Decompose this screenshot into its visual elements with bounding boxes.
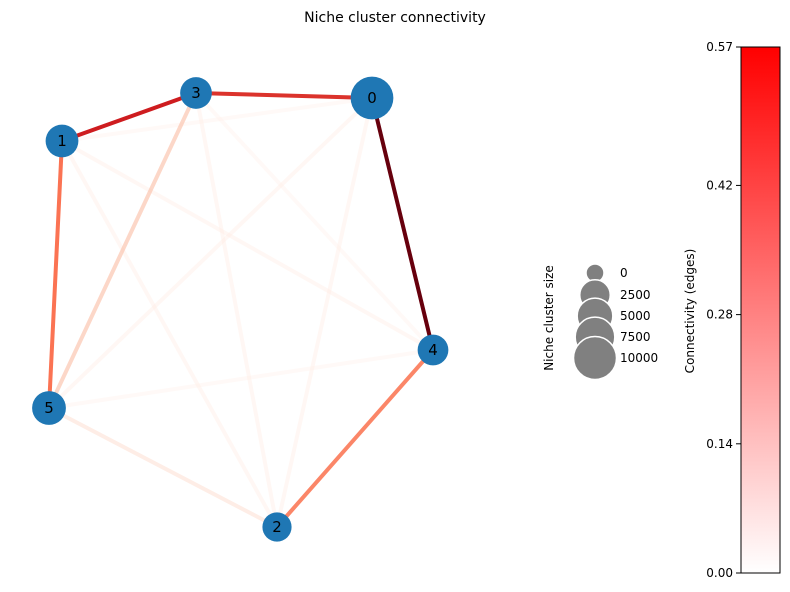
size-legend-label: Niche cluster size bbox=[542, 265, 556, 371]
colorbar: Connectivity (edges) 0.00 0.14 0.28 0.42 0.5… bbox=[683, 40, 781, 580]
edge-0-3 bbox=[194, 91, 374, 100]
node-3-circle bbox=[180, 77, 212, 109]
edges-layer bbox=[47, 91, 435, 529]
edge-3-5 bbox=[47, 91, 198, 410]
edge-0-1 bbox=[60, 96, 374, 143]
colorbar-label: Connectivity (edges) bbox=[683, 249, 697, 374]
node-1[interactable]: 1 bbox=[45, 124, 79, 158]
edge-2-5 bbox=[47, 406, 279, 529]
edge-1-5 bbox=[47, 139, 64, 410]
node-2-circle bbox=[262, 512, 292, 542]
edge-3-4 bbox=[194, 91, 435, 352]
node-5-label: 5 bbox=[44, 399, 54, 417]
chart-title: Niche cluster connectivity bbox=[304, 10, 486, 26]
node-3[interactable]: 3 bbox=[180, 77, 212, 109]
node-3-label: 3 bbox=[191, 84, 201, 102]
colorbar-tick-label-0.42: 0.42 bbox=[706, 178, 733, 192]
node-2[interactable]: 2 bbox=[262, 512, 292, 542]
edge-0-2 bbox=[275, 96, 374, 529]
node-1-label: 1 bbox=[57, 132, 67, 150]
edge-0-4 bbox=[370, 96, 435, 352]
edge-1-2 bbox=[60, 139, 279, 529]
edge-2-3 bbox=[194, 91, 279, 529]
colorbar-tick-label-0.14: 0.14 bbox=[706, 437, 733, 451]
node-2-label: 2 bbox=[272, 518, 282, 536]
node-0-circle bbox=[350, 76, 394, 120]
size-legend-text-5000: 5000 bbox=[620, 309, 651, 323]
edge-1-4 bbox=[60, 139, 435, 352]
edge-1-3 bbox=[60, 91, 198, 143]
colorbar-tick-label-0.00: 0.00 bbox=[706, 566, 733, 580]
size-legend-text-10000: 10000 bbox=[620, 351, 658, 365]
node-0[interactable]: 0 bbox=[350, 76, 394, 120]
node-4-circle bbox=[417, 334, 449, 366]
node-4-label: 4 bbox=[428, 341, 438, 359]
edge-0-5 bbox=[47, 96, 374, 410]
colorbar-tick-label-0.28: 0.28 bbox=[706, 308, 733, 322]
edge-2-4 bbox=[275, 348, 435, 529]
size-legend-marker-10000 bbox=[572, 335, 618, 381]
colorbar-gradient bbox=[740, 46, 781, 574]
size-legend-text-7500: 7500 bbox=[620, 330, 651, 344]
size-legend-text-2500: 2500 bbox=[620, 288, 651, 302]
node-4[interactable]: 4 bbox=[417, 334, 449, 366]
node-5-circle bbox=[32, 391, 66, 425]
node-5[interactable]: 5 bbox=[32, 391, 66, 425]
size-legend-text-0: 0 bbox=[620, 266, 628, 280]
node-1-circle bbox=[45, 124, 79, 158]
size-legend: Niche cluster size 0 2500 5000 7500 10000 bbox=[542, 263, 658, 381]
nodes-layer: 0 1 2 3 4 5 bbox=[32, 76, 449, 542]
colorbar-tick-label-0.57: 0.57 bbox=[706, 40, 733, 54]
edge-4-5 bbox=[47, 348, 435, 410]
node-0-label: 0 bbox=[367, 89, 377, 107]
